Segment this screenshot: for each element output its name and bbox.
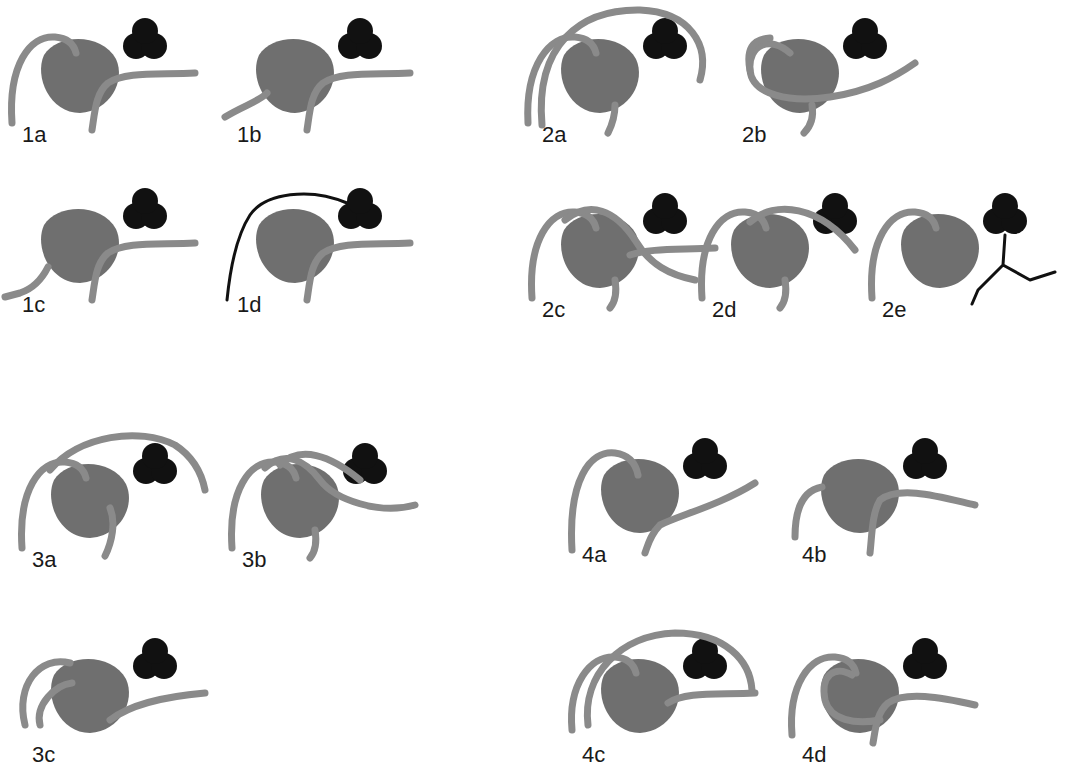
- vessel: [610, 280, 616, 308]
- vessel: [749, 38, 770, 70]
- panel-label: 2a: [542, 123, 566, 147]
- variant-panel: [225, 18, 410, 130]
- black-organ: [983, 193, 1027, 234]
- black-organ: [123, 188, 167, 229]
- grey-organ: [41, 39, 119, 113]
- vessel: [750, 44, 915, 99]
- variant-panel: [702, 193, 857, 308]
- panel-label: 1b: [237, 123, 261, 147]
- black-organ: [903, 438, 947, 479]
- variant-panel: [795, 438, 975, 553]
- panel-label: 1d: [237, 293, 261, 317]
- panel-label: 2e: [882, 298, 906, 322]
- black-organ: [643, 193, 687, 234]
- vessel: [824, 671, 880, 722]
- vessel: [870, 493, 975, 553]
- panel-label: 2d: [712, 298, 736, 322]
- black-organ: [903, 638, 947, 679]
- black-vessel: [972, 235, 1055, 304]
- grey-organ: [51, 464, 129, 538]
- vessel: [280, 454, 360, 480]
- black-organ: [338, 188, 382, 229]
- vessel: [645, 483, 755, 553]
- grey-organ: [561, 39, 639, 113]
- panel-label: 1a: [22, 123, 46, 147]
- vessel: [873, 696, 975, 743]
- grey-organ: [256, 39, 334, 113]
- grey-organ: [731, 214, 809, 288]
- vessel: [565, 210, 695, 280]
- vessel: [23, 662, 70, 725]
- black-organ: [123, 18, 167, 59]
- panel-label: 4a: [582, 543, 606, 567]
- panel-label: 4d: [802, 743, 826, 767]
- vessel: [92, 243, 195, 300]
- variant-panel: [5, 188, 195, 300]
- vessel: [307, 243, 410, 300]
- grey-organ: [256, 209, 334, 283]
- variant-panel: [227, 188, 410, 300]
- variant-panel: [532, 193, 715, 308]
- black-organ: [843, 18, 887, 59]
- variant-panel: [12, 18, 195, 130]
- black-organ: [338, 18, 382, 59]
- black-organ: [133, 443, 177, 484]
- vessel: [110, 693, 205, 720]
- panel-label: 2b: [742, 123, 766, 147]
- grey-organ: [51, 659, 129, 733]
- black-organ: [133, 638, 177, 679]
- vessel: [307, 73, 410, 130]
- grey-organ: [821, 659, 899, 733]
- grey-organ: [901, 214, 979, 288]
- vessel: [50, 436, 205, 490]
- vessel: [608, 105, 615, 133]
- variant-panel: [872, 193, 1055, 304]
- black-vessel: [227, 194, 347, 300]
- vessel: [872, 212, 936, 298]
- grey-organ: [41, 209, 119, 283]
- variant-panel: [23, 638, 205, 733]
- vessel: [668, 693, 755, 703]
- variant-panel: [232, 443, 415, 558]
- variant-panel: [572, 438, 755, 553]
- vessel: [12, 37, 76, 123]
- vessel: [39, 683, 72, 725]
- vessel: [780, 280, 786, 308]
- variant-panel: [792, 638, 975, 743]
- vessel: [702, 212, 766, 298]
- panel-label: 1c: [22, 293, 45, 317]
- panel-label: 4b: [802, 543, 826, 567]
- black-organ: [683, 438, 727, 479]
- panel-label: 3a: [32, 548, 56, 572]
- vessel: [532, 212, 596, 298]
- vessel: [572, 453, 638, 550]
- vessel: [22, 462, 86, 548]
- panel-label: 3c: [32, 743, 55, 767]
- vessel: [795, 487, 822, 537]
- vessel: [105, 508, 113, 556]
- vessel: [541, 10, 702, 125]
- vessel: [750, 209, 855, 250]
- grey-organ: [601, 659, 679, 733]
- panel-label: 3b: [242, 548, 266, 572]
- panel-label: 2c: [542, 298, 565, 322]
- variant-panel: [749, 18, 915, 133]
- black-organ: [343, 443, 387, 484]
- vessel: [232, 462, 296, 548]
- vessel: [587, 633, 752, 725]
- vessel: [92, 73, 195, 130]
- vessel: [225, 93, 267, 117]
- vessel: [804, 105, 813, 133]
- variant-panel: [22, 436, 205, 556]
- grey-organ: [261, 464, 339, 538]
- variant-panel: [528, 10, 703, 133]
- variant-panel: [572, 633, 755, 733]
- vessel: [310, 530, 316, 558]
- panel-label: 4c: [582, 743, 605, 767]
